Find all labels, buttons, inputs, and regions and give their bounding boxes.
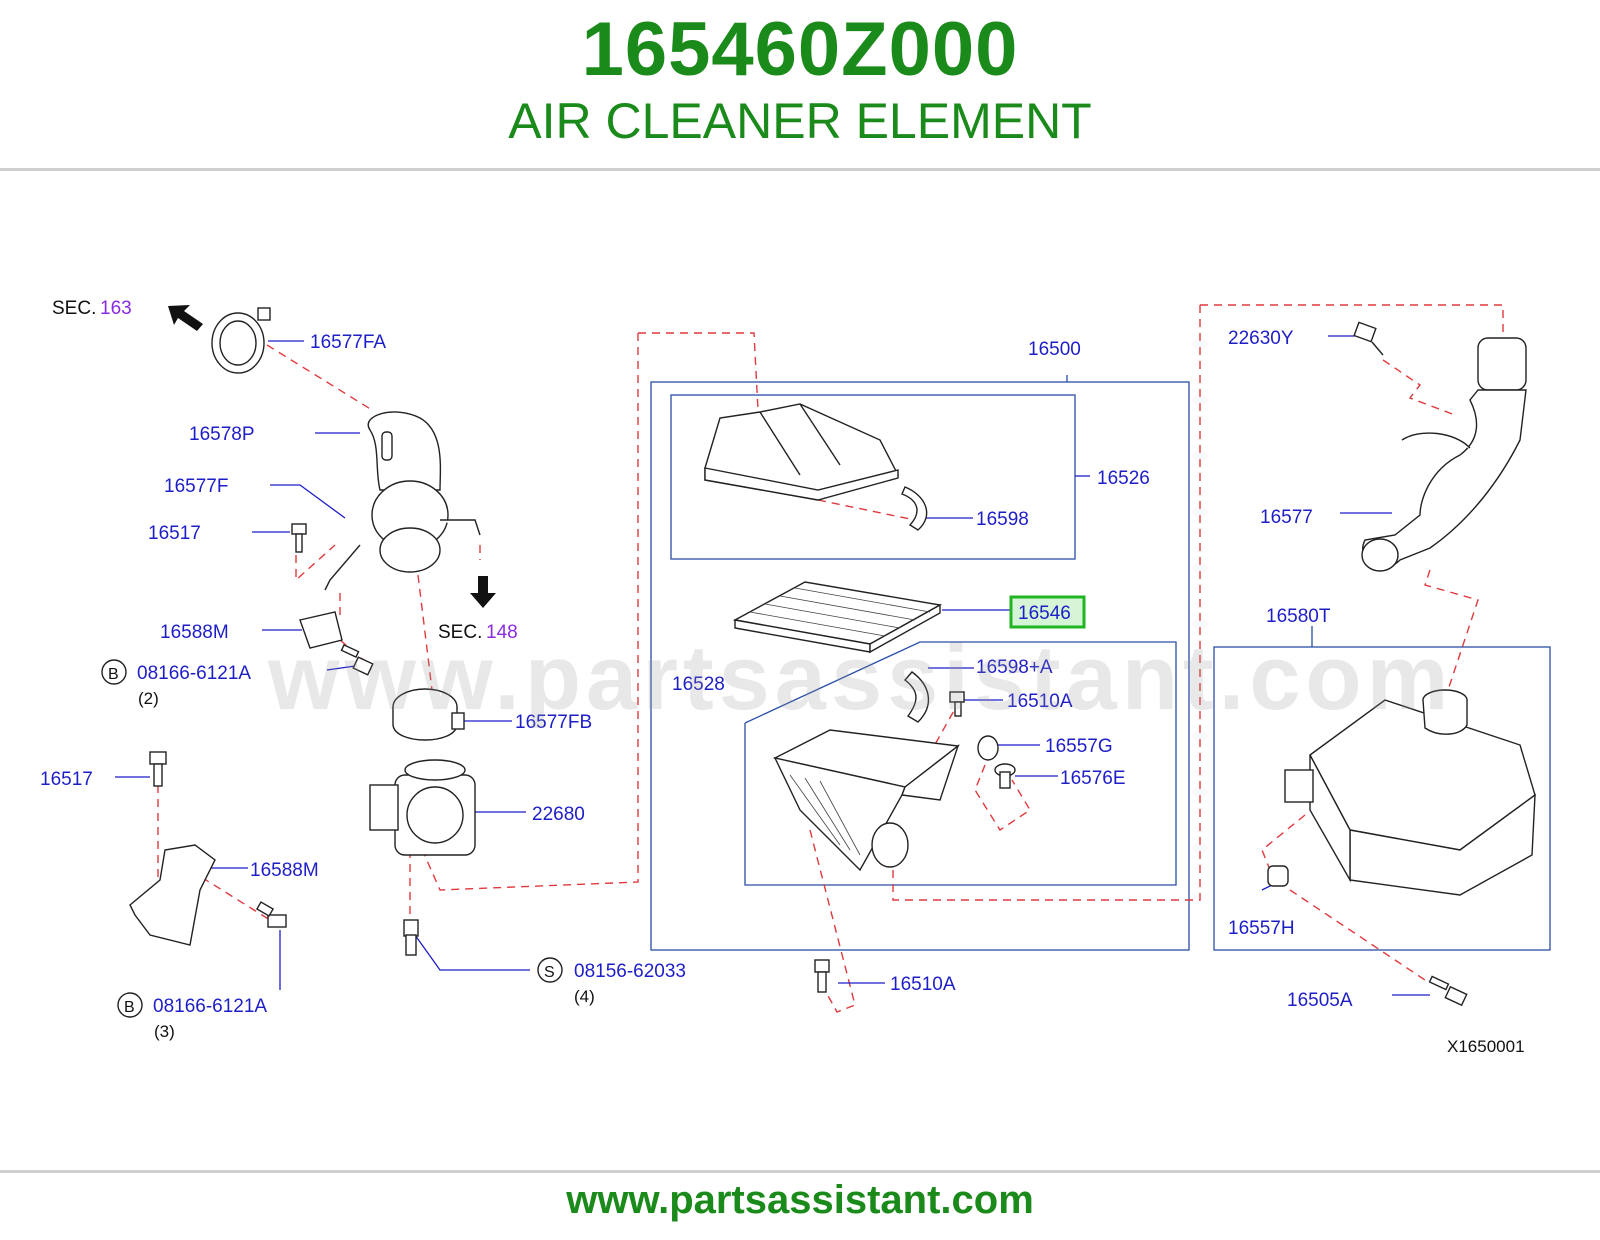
bolt-08156 <box>403 919 419 956</box>
label-16588M-lower[interactable]: 16588M <box>250 860 319 881</box>
label-16580T[interactable]: 16580T <box>1266 606 1331 627</box>
bolt-08166-upper <box>340 643 374 676</box>
inlet-duct-16578P <box>324 411 481 591</box>
label-16528[interactable]: 16528 <box>672 674 725 695</box>
label-16577[interactable]: 16577 <box>1260 507 1313 528</box>
cover-16526 <box>704 403 900 501</box>
label-22630Y[interactable]: 22630Y <box>1228 328 1294 349</box>
label-08156-62033[interactable]: 08156-62033 <box>574 961 686 982</box>
screw-16510A-upper <box>949 691 965 717</box>
highlight-box-16546 <box>1009 595 1086 629</box>
footer-divider <box>0 1170 1600 1173</box>
label-08166-6121A-upper[interactable]: 08166-6121A <box>137 663 251 684</box>
label-22680[interactable]: 22680 <box>532 804 585 825</box>
duct-16577 <box>1361 337 1527 572</box>
arrow-up-left-icon <box>168 305 203 331</box>
label-16577FA[interactable]: 16577FA <box>310 332 386 353</box>
label-16517-lower[interactable]: 16517 <box>40 769 93 790</box>
watermark: www.partsassistant.com <box>268 627 1454 729</box>
label-16510A-upper[interactable]: 16510A <box>1007 691 1073 712</box>
bracket-16588M-lower <box>129 844 216 946</box>
label-16510A-lower[interactable]: 16510A <box>890 974 956 995</box>
resonator-16580T <box>1284 689 1536 896</box>
label-16557G[interactable]: 16557G <box>1045 736 1113 757</box>
clamp-16577FA <box>211 307 271 374</box>
bolt-16517-upper <box>291 523 307 553</box>
clip-16598A <box>903 671 930 723</box>
grommet-16557G <box>977 735 999 761</box>
circle-s-letter: S <box>544 964 555 981</box>
grommet-16557H <box>1267 865 1289 887</box>
footer-url[interactable]: www.partsassistant.com <box>566 1178 1034 1222</box>
label-16598A[interactable]: 16598+A <box>976 657 1053 678</box>
assembly-box-16500 <box>650 381 1190 951</box>
pin-16576E <box>994 763 1016 789</box>
sec-163-prefix: SEC. <box>52 298 96 319</box>
bolt-16505A <box>1428 975 1468 1007</box>
screw-16510A-lower <box>814 959 830 993</box>
circle-b-letter-lower: B <box>124 999 135 1016</box>
part-name-subtitle: AIR CLEANER ELEMENT <box>508 93 1092 149</box>
qty-4: (4) <box>574 987 595 1006</box>
bolt-22630Y <box>1353 321 1384 356</box>
label-16577FB[interactable]: 16577FB <box>515 712 592 733</box>
label-16546-highlighted[interactable]: 16546 <box>1018 603 1071 624</box>
sec-148-prefix: SEC. <box>438 622 482 643</box>
bracket-16588M-upper <box>299 611 343 649</box>
label-16517-upper[interactable]: 16517 <box>148 523 201 544</box>
header-divider <box>0 168 1600 171</box>
sec-148-link[interactable]: 148 <box>486 622 518 643</box>
clamp-16577FB <box>392 688 465 741</box>
element-16546 <box>732 581 943 654</box>
part-number-title: 165460Z000 <box>581 7 1019 92</box>
cover-box-16526 <box>670 394 1076 560</box>
label-16505A[interactable]: 16505A <box>1287 990 1353 1011</box>
label-16557H[interactable]: 16557H <box>1228 918 1295 939</box>
circle-b-letter-upper: B <box>108 666 119 683</box>
qty-2: (2) <box>138 689 159 708</box>
label-16500[interactable]: 16500 <box>1028 339 1081 360</box>
label-16576E[interactable]: 16576E <box>1060 768 1126 789</box>
resonator-box-16580T <box>1213 646 1551 951</box>
lower-case-16528 <box>772 729 960 872</box>
bolt-16517-lower <box>149 751 167 787</box>
label-16578P[interactable]: 16578P <box>189 424 255 445</box>
circle-s-icon <box>537 957 563 983</box>
qty-3: (3) <box>154 1022 175 1041</box>
label-16588M-upper[interactable]: 16588M <box>160 622 229 643</box>
diagram-code: X1650001 <box>1447 1037 1525 1056</box>
bolt-08166-lower <box>255 901 287 928</box>
throttle-body-22680 <box>369 759 476 856</box>
label-16598[interactable]: 16598 <box>976 509 1029 530</box>
sec-163-link[interactable]: 163 <box>100 298 132 319</box>
lower-case-box-16528 <box>744 641 1177 886</box>
label-16526[interactable]: 16526 <box>1097 468 1150 489</box>
label-16577F[interactable]: 16577F <box>164 476 228 497</box>
label-08166-6121A-lower[interactable]: 08166-6121A <box>153 996 267 1017</box>
circle-b-icon <box>101 659 127 685</box>
clip-16598 <box>901 486 928 531</box>
guide-left-loop <box>417 333 639 891</box>
arrow-down-icon <box>470 576 496 608</box>
circle-b-icon <box>117 992 143 1018</box>
